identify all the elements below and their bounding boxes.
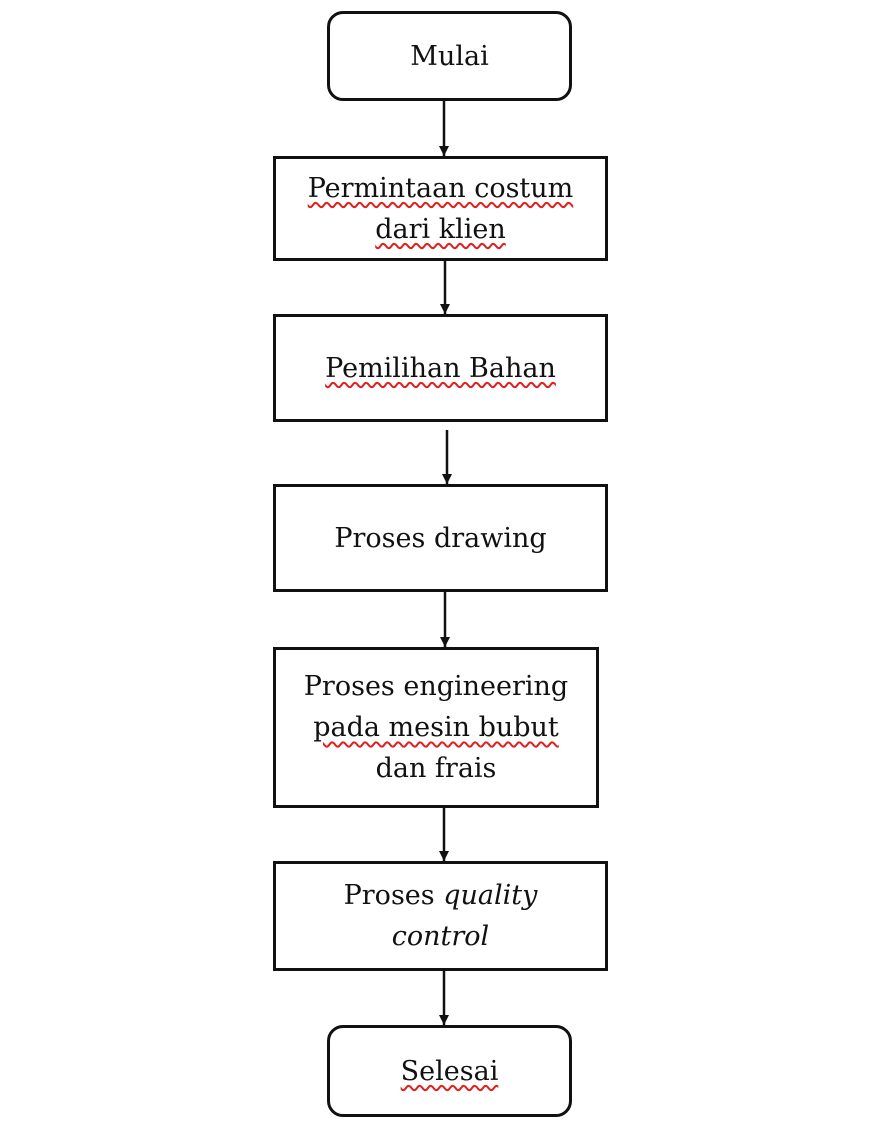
start-terminal: Mulai <box>327 11 572 101</box>
quality-control-emphasis-line2: control <box>391 921 490 952</box>
quality-control-word: Proses <box>343 880 435 911</box>
engineering-line1: Proses engineering <box>303 671 569 702</box>
engineering-line2: pada mesin bubut <box>313 712 559 743</box>
client-request-line1: Permintaan costum <box>307 172 574 204</box>
quality-control-emphasis-line1: quality <box>443 880 538 911</box>
end-label: Selesai <box>400 1055 499 1087</box>
start-label: Mulai <box>410 40 489 72</box>
client-request-line2: dari klien <box>375 213 506 245</box>
client-request-step: Permintaan costum dari klien <box>273 156 608 261</box>
drawing-label: Proses drawing <box>334 522 547 554</box>
engineering-step: Proses engineering pada mesin bubut dan … <box>273 647 599 808</box>
material-selection-label: Pemilihan Bahan <box>325 352 556 384</box>
end-terminal: Selesai <box>327 1025 572 1117</box>
drawing-step: Proses drawing <box>273 484 608 592</box>
engineering-line3: dan frais <box>375 753 497 784</box>
material-selection-step: Pemilihan Bahan <box>273 314 608 422</box>
quality-control-step: Proses quality control <box>273 861 608 971</box>
